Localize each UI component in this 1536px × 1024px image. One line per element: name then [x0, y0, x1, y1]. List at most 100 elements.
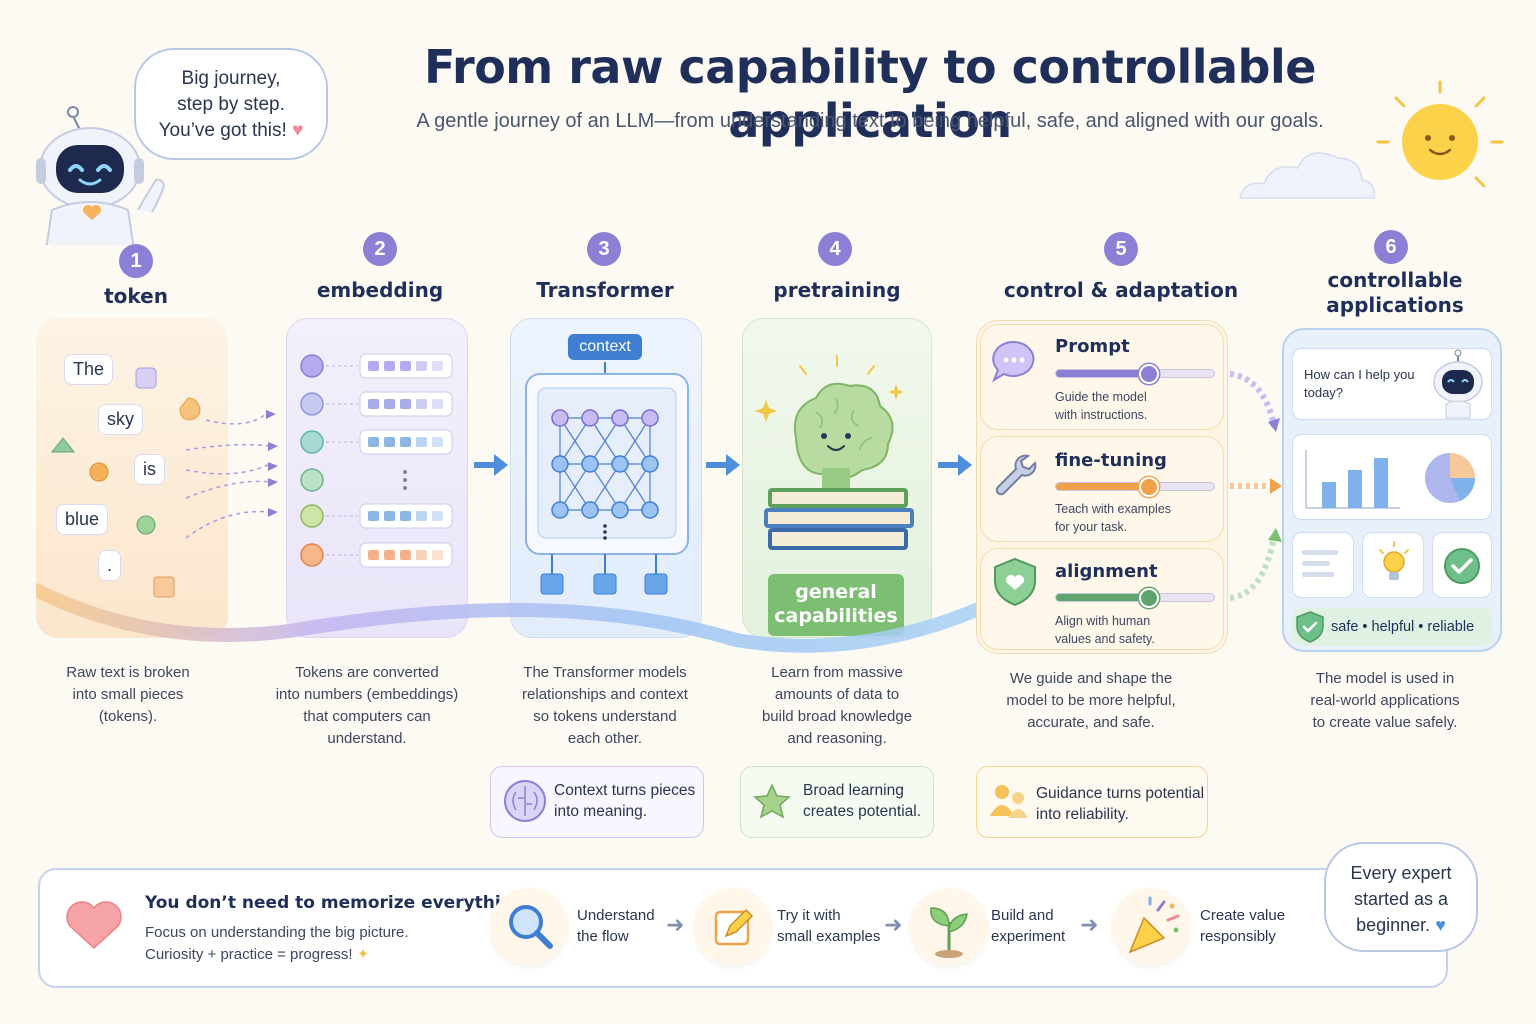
takeaway-line: into meaning.	[554, 803, 648, 820]
takeaway-line: creates potential.	[803, 803, 922, 820]
alignment-slider[interactable]	[1055, 588, 1215, 608]
banner-headline: You don’t need to memorize everything.	[145, 893, 532, 913]
caption-line: Tokens are converted	[295, 664, 439, 681]
step-label-control: control & adaptation	[1003, 278, 1239, 302]
bottom-step-line: Build and	[991, 907, 1054, 924]
desc-line: Align with human	[1055, 614, 1151, 628]
step-label-line: controllable	[1327, 268, 1463, 292]
checkmark-icon	[1444, 548, 1480, 584]
sun-icon	[1239, 80, 1504, 199]
desc-line: Guide the model	[1055, 390, 1147, 404]
desc-line: for your task.	[1055, 520, 1128, 534]
embedding-vectors	[300, 353, 453, 568]
caption-line: understand.	[327, 730, 407, 747]
desc-line: values and safety.	[1055, 632, 1155, 646]
caption-line: We guide and shape the	[1009, 670, 1173, 687]
step-label-token: token	[104, 284, 168, 308]
badge-line: capabilities	[774, 605, 898, 627]
context-label: context	[568, 334, 642, 360]
prompt-slider[interactable]	[1055, 364, 1215, 384]
shield-check-icon	[1296, 611, 1324, 643]
general-capabilities-badge: general capabilities	[768, 574, 904, 636]
caption-line: relationships and context	[522, 686, 688, 703]
expert-speech-bubble: Every expert started as a beginner. ♥	[1324, 842, 1478, 952]
caption-line: real-world applications	[1310, 692, 1460, 709]
step-label-embedding: embedding	[316, 278, 444, 302]
caption-line: The model is used in	[1315, 670, 1455, 687]
bottom-step-line: Create value	[1200, 907, 1286, 924]
document-lines-icon	[1302, 550, 1338, 577]
shield-heart-icon	[994, 557, 1036, 607]
banner-line: Focus on understanding the big picture.	[145, 924, 409, 941]
caption-line: accurate, and safe.	[1027, 714, 1155, 731]
pencil-icon	[714, 908, 754, 946]
token-chip: The	[64, 354, 114, 385]
bubble-line: Big journey,	[181, 68, 281, 89]
caption-applications: The model is used in real-world applicati…	[1290, 668, 1480, 734]
star-icon	[753, 783, 791, 819]
bubble-line: beginner. ♥	[1326, 912, 1476, 938]
control-title-finetuning: fine-tuning	[1055, 450, 1167, 471]
slider-knob[interactable]	[1138, 588, 1159, 608]
people-icon	[990, 785, 1028, 818]
token-chip: blue	[56, 504, 109, 535]
step-number: 3	[587, 232, 621, 266]
bottom-step-line: the flow	[577, 928, 629, 945]
bar-pie-chart-icon	[1305, 450, 1476, 509]
arrow-right-icon	[706, 454, 740, 476]
brain-on-books-icon	[755, 355, 914, 550]
caption-line: into numbers (embeddings)	[275, 686, 459, 703]
speech-bubble-icon	[991, 340, 1035, 383]
page-title: From raw capability to controllable appl…	[424, 40, 1316, 148]
caption-line: that computers can	[303, 708, 431, 725]
takeaway-line: Guidance turns potential	[1036, 785, 1205, 802]
chat-message: How can I help you today?	[1304, 366, 1415, 402]
robot-speech-bubble: Big journey, step by step. You’ve got th…	[134, 48, 328, 160]
caption-line: so tokens understand	[533, 708, 677, 725]
caption-line: (tokens).	[98, 708, 158, 725]
takeaway-text: Broad learning creates potential.	[803, 780, 921, 822]
step-number: 6	[1374, 230, 1408, 264]
slider-knob[interactable]	[1138, 477, 1159, 497]
arrow-right-icon	[474, 454, 508, 476]
banner-text: Focus on understanding the big picture. …	[145, 922, 409, 966]
caption-line: amounts of data to	[774, 686, 900, 703]
takeaway-text: Guidance turns potential into reliability…	[1036, 783, 1204, 825]
sprout-icon	[930, 907, 968, 958]
caption-line: The Transformer models	[523, 664, 687, 681]
bubble-line: Every expert	[1350, 863, 1452, 883]
chat-line: today?	[1304, 385, 1344, 400]
party-popper-icon	[1128, 896, 1180, 954]
token-chip: is	[134, 454, 165, 485]
arrow-right-icon	[938, 454, 972, 476]
takeaway-line: Broad learning	[803, 782, 904, 799]
safe-badge	[1292, 608, 1492, 646]
magnifier-icon	[509, 905, 553, 949]
page-subtitle: A gentle journey of an LLM—from understa…	[416, 110, 1324, 132]
token-chip: sky	[98, 404, 143, 435]
slider-fill	[1056, 483, 1148, 490]
bubble-line: step by step.	[177, 94, 285, 115]
heart-icon	[66, 901, 122, 950]
badge-line: general	[795, 581, 877, 603]
bubble-line: started as a	[1353, 889, 1449, 909]
bubble-line-text: beginner.	[1356, 915, 1431, 935]
banner-line: Curiosity + practice = progress! ✦	[145, 944, 409, 966]
finetuning-slider[interactable]	[1055, 477, 1215, 497]
slider-knob[interactable]	[1138, 364, 1159, 384]
takeaway-line: into reliability.	[1036, 806, 1129, 823]
step-number: 2	[363, 232, 397, 266]
sparkle-icon: ✦	[356, 946, 370, 963]
robot-mascot-icon	[36, 106, 166, 245]
bottom-step-line: Understand	[577, 907, 655, 924]
arrow-right-icon: ➜	[884, 912, 903, 937]
bubble-line-text: You’ve got this!	[158, 120, 287, 141]
caption-line: into small pieces	[72, 686, 184, 703]
caption-line: model to be more helpful,	[1006, 692, 1176, 709]
bubble-line: You’ve got this! ♥	[136, 118, 326, 144]
arrow-right-icon: ➜	[1080, 912, 1099, 937]
